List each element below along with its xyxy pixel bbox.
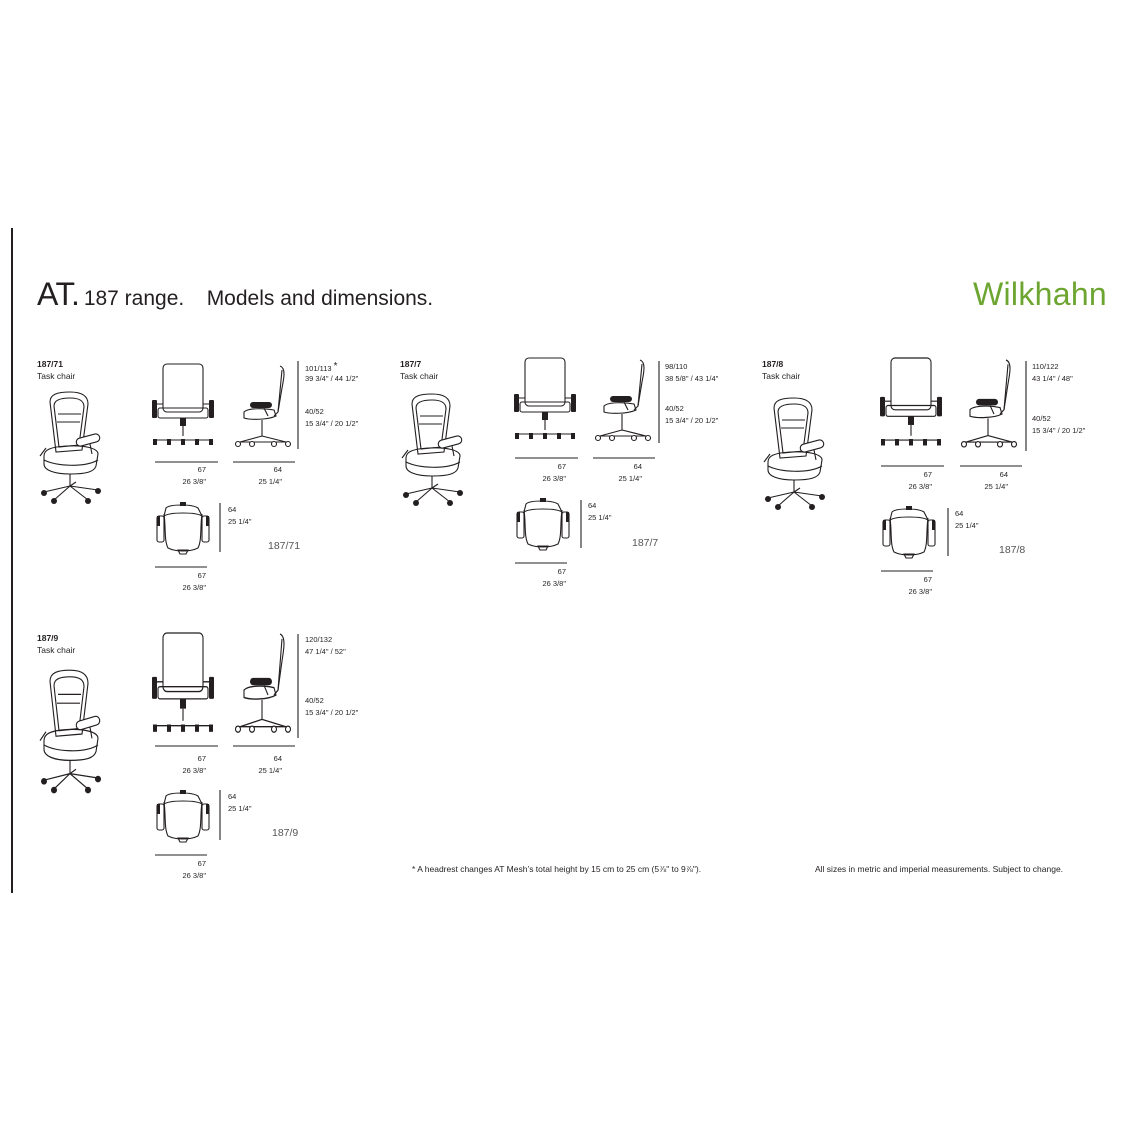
plan-depth-imperial: 25 1/4" [228,804,252,813]
plan-depth-imperial: 25 1/4" [955,521,979,530]
seat-height-metric: 40/52 [305,696,324,705]
measurement-disclaimer: All sizes in metric and imperial measure… [815,864,1064,874]
title-sub: Models and dimensions. [206,287,434,310]
seat-height-imperial: 15 3/4" / 20 1/2" [1032,426,1086,435]
seat-height-metric: 40/52 [665,404,684,413]
width-imperial: 26 3/8" [542,474,566,483]
plan-width-imperial: 26 3/8" [908,587,932,596]
width-metric: 67 [923,470,932,479]
plan-width-metric: 67 [197,859,206,868]
height-imperial: 47 1/4" / 52" [305,647,346,656]
seat-height-metric: 40/52 [1032,414,1051,423]
width-imperial: 26 3/8" [908,482,932,491]
depth-imperial: 25 1/4" [618,474,642,483]
depth-metric: 64 [273,754,282,763]
height-imperial: 43 1/4" / 48" [1032,374,1073,383]
brand-logo: Wilkhahn [973,276,1108,312]
depth-metric: 64 [999,470,1008,479]
headrest-note-mark: * [333,361,338,372]
plan-depth-metric: 64 [228,792,237,801]
model-name: Task chair [37,645,76,655]
seat-height-imperial: 15 3/4" / 20 1/2" [305,708,359,717]
depth-metric: 64 [273,465,282,474]
plan-width-metric: 67 [557,567,566,576]
width-imperial: 26 3/8" [182,477,206,486]
plan-width-imperial: 26 3/8" [182,583,206,592]
plan-depth-imperial: 25 1/4" [588,513,612,522]
model-code: 187/8 [762,359,784,369]
model-name: Task chair [37,371,76,381]
model-code: 187/7 [400,359,422,369]
height-metric: 101/113 * [305,361,338,373]
seat-height-metric: 40/52 [305,407,324,416]
model-name: Task chair [762,371,801,381]
seat-height-imperial: 15 3/4" / 20 1/2" [665,416,719,425]
page-margin-rule [11,228,13,893]
model-label: 187/71 [268,540,301,552]
seat-height-imperial: 15 3/4" / 20 1/2" [305,419,359,428]
plan-width-imperial: 26 3/8" [542,579,566,588]
title-main: AT. [37,276,80,312]
depth-imperial: 25 1/4" [258,477,282,486]
height-metric: 98/110 [665,362,688,371]
plan-depth-metric: 64 [228,505,237,514]
height-imperial: 38 5/8" / 43 1/4" [665,374,719,383]
width-metric: 67 [197,754,206,763]
plan-width-metric: 67 [923,575,932,584]
height-metric: 120/132 [305,635,333,644]
model-name: Task chair [400,371,439,381]
width-metric: 67 [557,462,566,471]
title-range: 187 range. [83,287,185,310]
model-label: 187/9 [272,827,299,839]
model-label: 187/8 [999,544,1026,556]
headrest-footnote: * A headrest changes AT Mesh’s total hei… [412,864,702,874]
depth-metric: 64 [633,462,642,471]
chair-plan-view [156,789,210,843]
height-metric: 110/122 [1032,362,1059,371]
plan-depth-imperial: 25 1/4" [228,517,252,526]
page-title: AT. 187 range. Models and dimensions. [37,276,433,313]
depth-imperial: 25 1/4" [258,766,282,775]
height-imperial: 39 3/4" / 44 1/2" [305,374,359,383]
model-label: 187/7 [632,537,659,549]
width-metric: 67 [197,465,206,474]
plan-width-metric: 67 [197,571,206,580]
width-imperial: 26 3/8" [182,766,206,775]
plan-width-imperial: 26 3/8" [182,871,206,880]
model-code: 187/71 [37,359,63,369]
plan-depth-metric: 64 [955,509,964,518]
model-code: 187/9 [37,633,59,643]
plan-depth-metric: 64 [588,501,597,510]
depth-imperial: 25 1/4" [984,482,1008,491]
